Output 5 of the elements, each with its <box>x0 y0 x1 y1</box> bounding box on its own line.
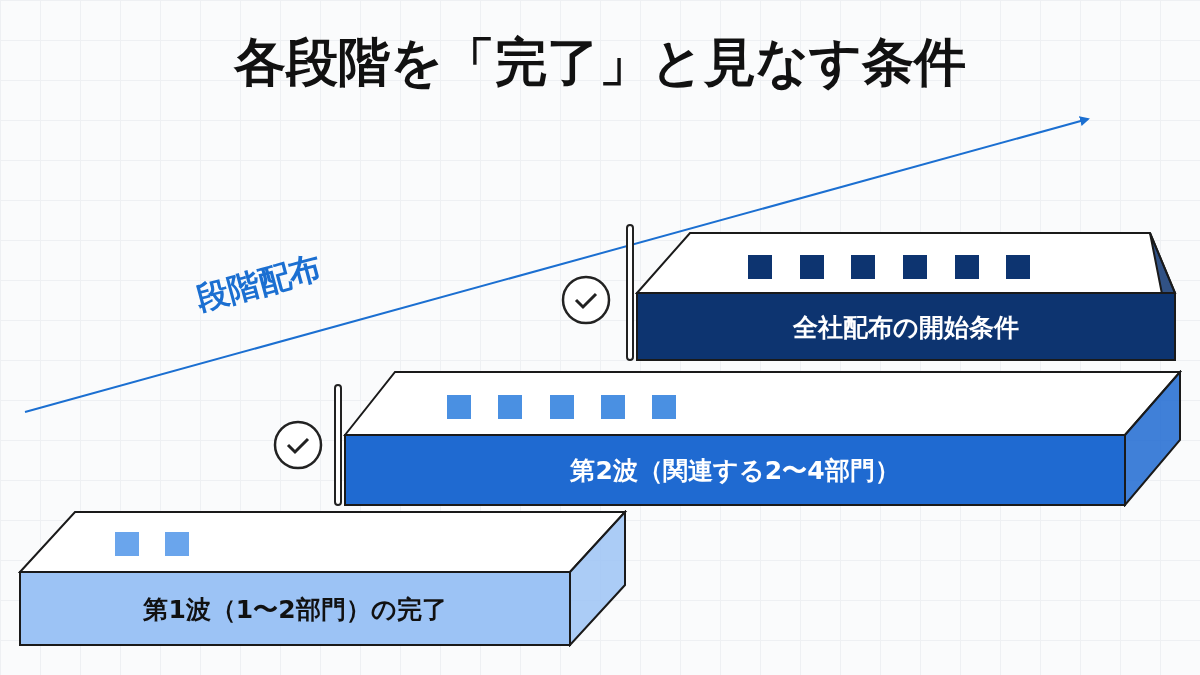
title: 各段階を「完了」と見なす条件 <box>232 31 967 94</box>
step-label: 第1波（1〜2部門）の完了 <box>142 593 448 626</box>
step-label: 全社配布の開始条件 <box>792 311 1020 344</box>
step-label: 第2波（関連する2〜4部門） <box>569 455 901 487</box>
arrow-label: 段階配布 <box>191 247 327 320</box>
